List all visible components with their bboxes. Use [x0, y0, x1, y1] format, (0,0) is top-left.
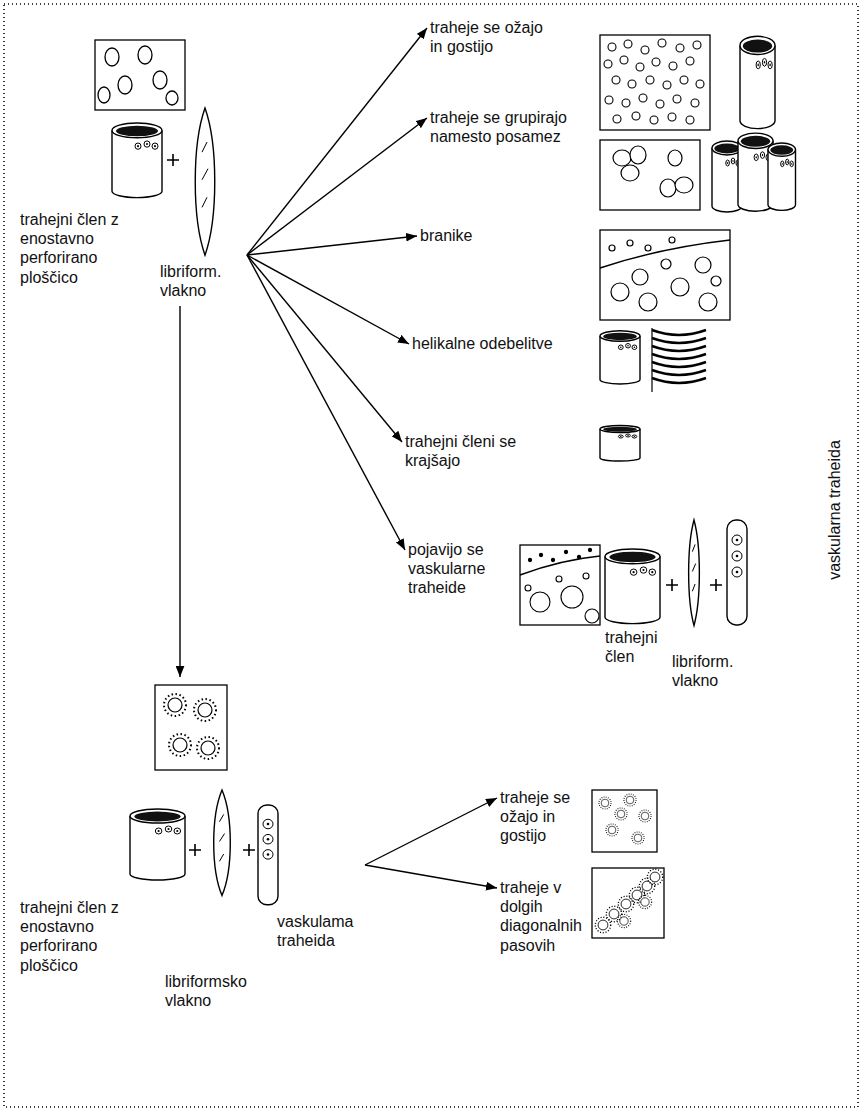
trend-caption: traheje v dolgih diagonalnih pasovih	[500, 878, 588, 955]
helical-thickening	[652, 328, 706, 392]
trend-text: trahejni členi se krajšajo	[405, 432, 545, 470]
trend-text: branike	[420, 226, 472, 245]
trend-caption: pojavijo se vaskularne traheide	[408, 540, 503, 598]
trend-caption: traheje se grupirajo namesto posamez	[430, 108, 590, 146]
cell-group: trahejni člen z enostavno perforirano pl…	[15, 28, 247, 306]
trend-caption: trahejni členi se krajšajo	[405, 432, 545, 470]
vessel-group	[712, 133, 796, 212]
cross-section	[520, 545, 600, 625]
vessel-element	[605, 549, 660, 624]
plus-sign	[666, 579, 678, 591]
trend-text: traheje se grupirajo namesto posamez	[430, 108, 590, 146]
vascular-tracheid	[727, 520, 747, 625]
group-caption: trahejni člen z enostavno perforirano pl…	[20, 898, 148, 975]
short-vessel	[600, 426, 640, 462]
evolution-arrow	[247, 255, 402, 442]
narrow-vessel	[740, 36, 775, 128]
dotted-frame	[4, 4, 858, 1107]
cross-section	[600, 35, 710, 130]
plus-sign	[189, 844, 201, 856]
group-caption: vaskulama traheida	[277, 912, 359, 950]
cross-section	[592, 790, 657, 852]
growth-ring-section	[600, 230, 730, 320]
trend-caption: helikalne odebelitve	[412, 334, 553, 353]
cross-section	[600, 140, 700, 210]
evolution-arrow	[365, 865, 497, 888]
evolution-arrow	[179, 306, 180, 677]
libriform-fiber	[195, 108, 215, 255]
libriform-fiber	[214, 790, 231, 896]
part-label: libriform. vlakno	[672, 652, 752, 690]
vascular-tracheid	[258, 805, 278, 905]
evolution-arrow	[247, 118, 427, 255]
plus-sign	[710, 579, 722, 591]
vessel-element	[112, 123, 162, 198]
vertical-label: vaskularna traheida	[825, 440, 844, 580]
evolution-arrow	[247, 236, 417, 255]
evolution-arrow	[365, 798, 497, 865]
plus-sign	[167, 154, 179, 166]
group-caption: trahejni člen z enostavno perforirano pl…	[20, 210, 148, 287]
cross-section	[155, 685, 227, 770]
vessel-element	[130, 809, 185, 880]
trend-text: traheje se ožajo in gostijo	[500, 788, 580, 846]
group-caption: libriformsko vlakno	[165, 972, 265, 1010]
trend-caption: branike	[420, 226, 472, 245]
libriform-fiber	[689, 520, 700, 626]
trend-caption: traheje se ožajo in gostijo	[500, 788, 580, 846]
vessel-element	[600, 331, 640, 384]
group-caption: libriform. vlakno	[160, 262, 242, 300]
trend-text: helikalne odebelitve	[412, 334, 553, 353]
trend-text: pojavijo se vaskularne traheide	[408, 540, 503, 598]
evolution-arrow	[247, 255, 405, 550]
plus-sign	[243, 844, 255, 856]
trend-caption: traheje se ožajo in gostijo	[430, 18, 552, 56]
evolution-arrow	[247, 28, 427, 255]
cross-section	[95, 40, 185, 110]
cross-section	[592, 868, 664, 938]
trend-text: traheje se ožajo in gostijo	[430, 18, 552, 56]
cell-group: trahejni člen z enostavno perforirano pl…	[15, 680, 365, 1012]
trend-text: traheje v dolgih diagonalnih pasovih	[500, 878, 588, 955]
part-label: trahejni člen	[605, 628, 670, 666]
